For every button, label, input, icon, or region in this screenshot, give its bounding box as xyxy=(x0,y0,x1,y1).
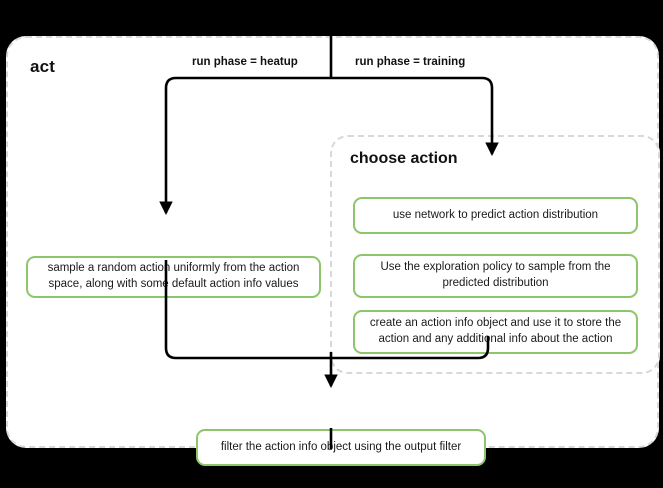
edge-label-training: run phase = training xyxy=(355,56,466,68)
choose-action-group-title: choose action xyxy=(350,150,458,167)
act-group-title: act xyxy=(30,57,56,76)
act-group-container: act choose action sample a random action… xyxy=(6,36,660,466)
node-sample-random-action[interactable]: sample a random action uniformly from th… xyxy=(26,256,321,298)
node-filter-output[interactable]: filter the action info object using the … xyxy=(196,429,486,466)
node-create-action-info[interactable]: create an action info object and use it … xyxy=(353,310,638,354)
node-use-network-predict[interactable]: use network to predict action distributi… xyxy=(353,197,638,234)
node-exploration-policy[interactable]: Use the exploration policy to sample fro… xyxy=(353,254,638,298)
edge-label-heatup: run phase = heatup xyxy=(192,56,298,68)
